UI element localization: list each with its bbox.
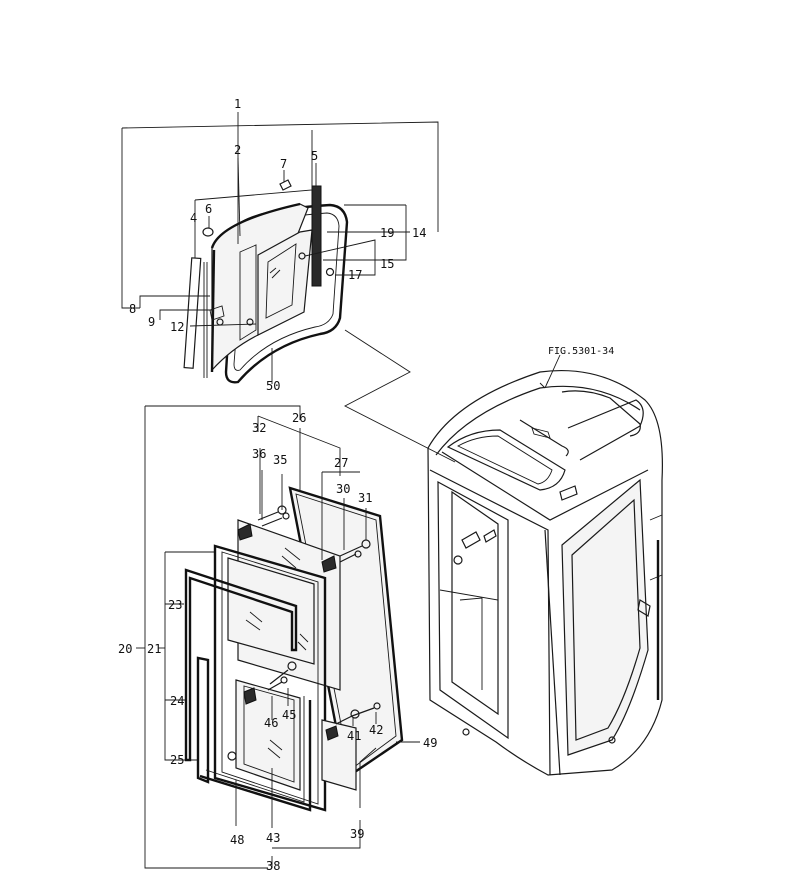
callout-14: 14 xyxy=(412,226,426,240)
callout-39: 39 xyxy=(350,827,364,841)
callout-9: 9 xyxy=(148,315,155,329)
callout-50: 50 xyxy=(266,379,280,393)
callout-12: 12 xyxy=(170,320,184,334)
lower-window-assembly xyxy=(136,405,420,869)
callout-1: 1 xyxy=(234,97,241,111)
callout-41: 41 xyxy=(347,729,361,743)
callout-labels: 1 2 5 7 6 4 19 14 15 17 8 9 12 50 26 32 … xyxy=(118,97,437,873)
callout-27: 27 xyxy=(334,456,348,470)
callout-23: 23 xyxy=(168,598,182,612)
part-7 xyxy=(279,179,292,191)
glass-43 xyxy=(235,679,301,791)
callout-46: 46 xyxy=(264,716,278,730)
channel-4 xyxy=(183,257,202,369)
callout-35: 35 xyxy=(273,453,287,467)
callout-32: 32 xyxy=(252,421,266,435)
part-6 xyxy=(202,227,214,237)
callout-38: 38 xyxy=(266,859,280,873)
callout-36: 36 xyxy=(252,447,266,461)
upper-window-assembly xyxy=(121,112,456,463)
channel-5 xyxy=(311,185,322,287)
callout-48: 48 xyxy=(230,833,244,847)
callout-45: 45 xyxy=(282,708,296,722)
cab-assembly: FIG.5301-34 xyxy=(427,346,663,776)
callout-8: 8 xyxy=(129,302,136,316)
callout-7: 7 xyxy=(280,157,287,171)
callout-17: 17 xyxy=(348,268,362,282)
callout-30: 30 xyxy=(336,482,350,496)
callout-21: 21 xyxy=(147,642,161,656)
strip-24 xyxy=(196,656,210,784)
callout-43: 43 xyxy=(266,831,280,845)
callout-20: 20 xyxy=(118,642,132,656)
callout-5: 5 xyxy=(311,149,318,163)
part-17 xyxy=(325,267,335,277)
callout-42: 42 xyxy=(369,723,383,737)
callout-26: 26 xyxy=(292,411,306,425)
callout-25: 25 xyxy=(170,753,184,767)
frame-20 xyxy=(213,544,327,812)
callout-31: 31 xyxy=(358,491,372,505)
callout-15: 15 xyxy=(380,257,394,271)
callout-19: 19 xyxy=(380,226,394,240)
callout-6: 6 xyxy=(205,202,212,216)
callout-24: 24 xyxy=(170,694,184,708)
figure-reference: FIG.5301-34 xyxy=(548,346,614,357)
callout-2: 2 xyxy=(234,143,241,157)
callout-49: 49 xyxy=(423,736,437,750)
seal-23 xyxy=(184,568,298,762)
callout-4: 4 xyxy=(190,211,197,225)
